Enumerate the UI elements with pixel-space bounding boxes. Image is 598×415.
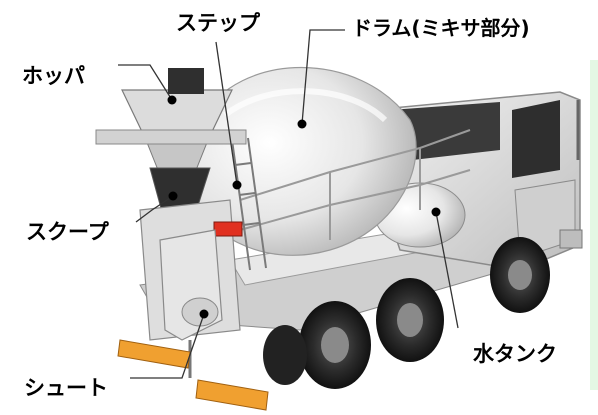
- border-accent: [590, 60, 598, 390]
- rear-reflectors: [117, 339, 269, 411]
- step-leader: [215, 41, 238, 186]
- chute-marker: [199, 309, 209, 319]
- water-tank-label: 水タンク: [473, 342, 557, 366]
- step-label: ステップ: [176, 11, 260, 35]
- water-tank-leader: [435, 211, 459, 329]
- step-ladder: [231, 137, 267, 271]
- drum: [189, 67, 471, 256]
- cab-side-window: [390, 102, 500, 162]
- chute-label: シュート: [24, 376, 108, 400]
- water-tank-marker: [431, 207, 441, 217]
- scoop-label: スクープ: [26, 220, 109, 244]
- scoop-leader: [135, 195, 174, 223]
- tail-light: [213, 221, 243, 237]
- leader-markers: [167, 95, 441, 319]
- scoop-marker: [168, 191, 178, 201]
- hopper-marker: [167, 95, 177, 105]
- wheels: [263, 237, 550, 389]
- drum-leader: [301, 29, 345, 125]
- leader-lines: [118, 29, 459, 379]
- hopper-label: ホッパ: [22, 64, 85, 88]
- drum-label: ドラム(ミキサ部分): [352, 16, 530, 40]
- hopper-leader: [118, 64, 173, 101]
- cab-front-window: [512, 100, 560, 178]
- step-marker: [232, 180, 242, 190]
- chute-leader: [130, 313, 205, 379]
- drum-marker: [297, 119, 307, 129]
- hopper: [95, 68, 247, 171]
